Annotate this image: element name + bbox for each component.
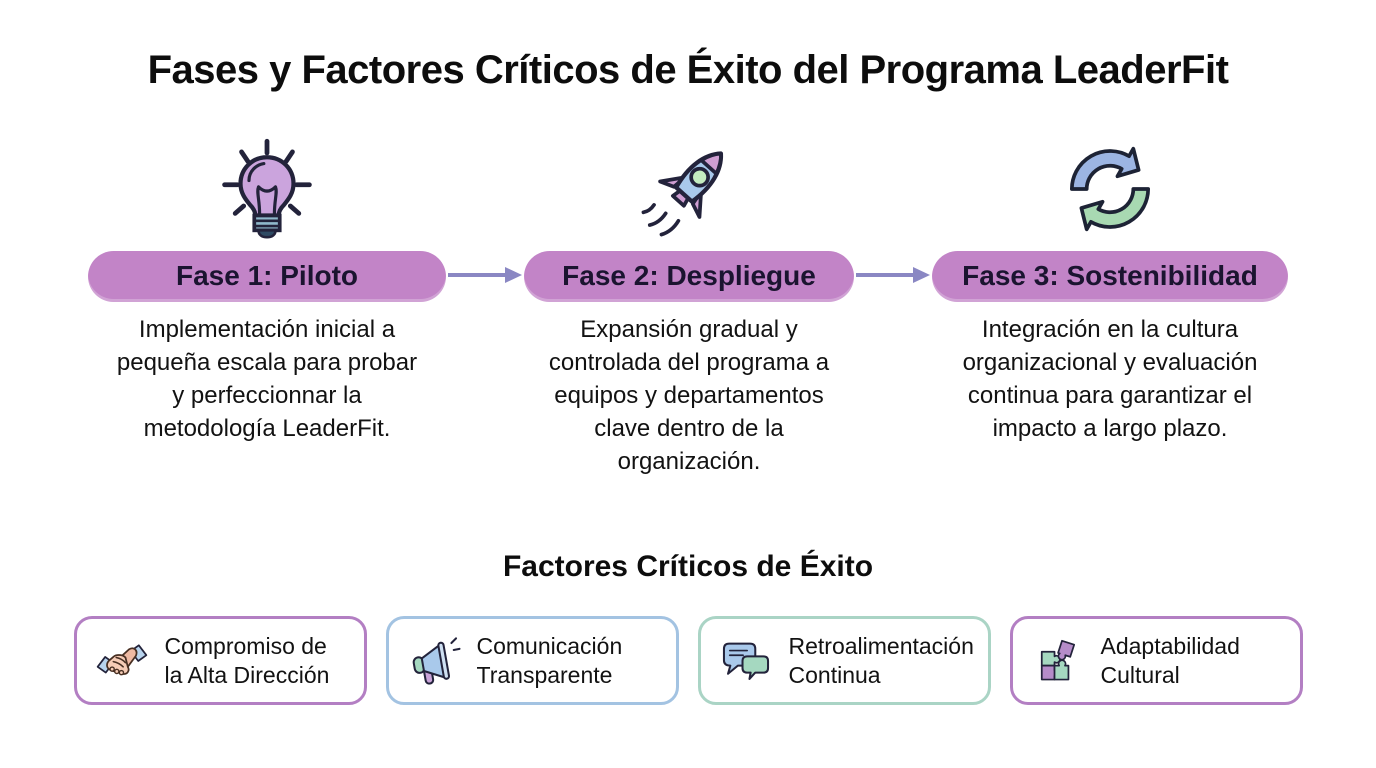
cycle-arrows-icon (1057, 133, 1163, 245)
lightbulb-icon (214, 133, 320, 245)
rocket-icon (636, 133, 742, 245)
phase-1-card: Fase 1: Piloto Implementación inicial a … (88, 133, 446, 446)
factor-label-adaptabilidad: Adaptabilidad Cultural (1100, 632, 1240, 688)
phase-1-description: Implementación inicial a pequeña escala … (116, 316, 418, 442)
handshake-icon (96, 644, 147, 676)
factor-card-retroalimentacion: Retroalimentación Continua (697, 616, 991, 706)
phase-2-card: Fase 2: Despliegue Expansión gradual y c… (524, 133, 854, 478)
factor-label-comunicacion: Comunicación Transparente (476, 632, 623, 688)
phase-1-header: Fase 1: Piloto (88, 251, 446, 302)
arrow-icon (854, 265, 932, 285)
factor-card-comunicacion: Comunicación Transparente (385, 616, 679, 706)
puzzle-icon (1040, 639, 1075, 681)
factor-card-adaptabilidad: Adaptabilidad Cultural (1009, 616, 1303, 706)
factor-label-compromiso: Compromiso de la Alta Dirección (164, 632, 330, 688)
phases-row: Fase 1: Piloto Implementación inicial a … (0, 133, 1376, 478)
chat-bubbles-icon (722, 642, 769, 680)
phase-2-description: Expansión gradual y controlada del progr… (548, 316, 830, 475)
factor-label-retroalimentacion: Retroalimentación Continua (788, 632, 974, 688)
megaphone-icon (412, 637, 461, 685)
page-title: Fases y Factores Críticos de Éxito del P… (147, 48, 1229, 92)
phase-3-description: Integración en la cultura organizacional… (962, 316, 1258, 442)
factor-card-compromiso: Compromiso de la Alta Dirección (73, 616, 367, 706)
arrow-icon (446, 265, 524, 285)
phase-2-header: Fase 2: Despliegue (524, 251, 854, 302)
phase-3-card: Fase 3: Sostenibilidad Integración en la… (932, 133, 1288, 446)
phase-3-header: Fase 3: Sostenibilidad (932, 251, 1288, 302)
factors-heading: Factores Críticos de Éxito (502, 550, 874, 584)
factors-row: Compromiso de la Alta Dirección Comunica… (0, 616, 1376, 706)
